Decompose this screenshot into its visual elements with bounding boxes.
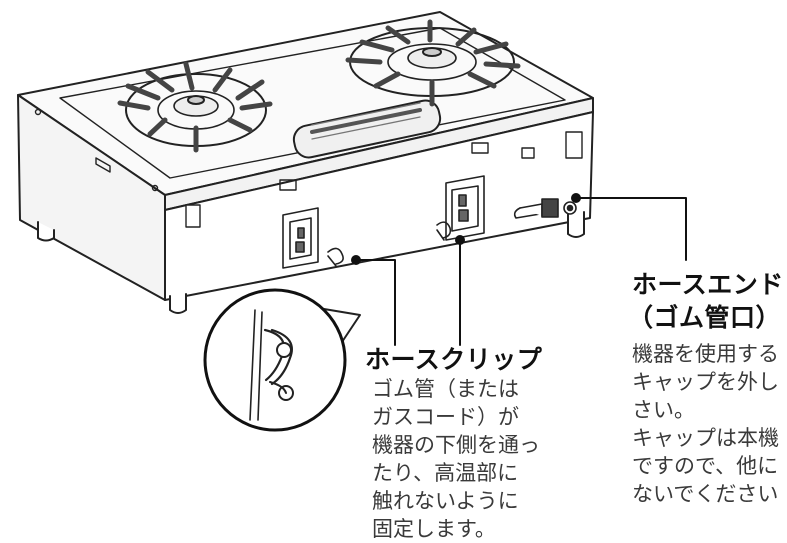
hose-clip-line: 触れないように [372,489,519,513]
hose-end-subtitle: （ゴム管口） [628,303,782,332]
hose-end-line: キャップは本機 [632,426,779,450]
hose-end-description: 機器を使用する キャップを外し さい。 キャップは本機 ですので、他に ないでく… [632,340,787,508]
hose-end-line: ですので、他に [632,454,779,478]
hose-clip-line: 機器の下側を通っ [372,433,540,457]
hose-clip-line: 固定します。 [372,517,496,541]
stove-legs [37,211,585,314]
hose-end-line: キャップを外し [632,370,779,394]
callout-dots [351,193,581,265]
hose-clip-title: ホースクリップ [365,345,543,374]
hose-clip-small [327,221,452,267]
right-burner [345,19,521,107]
right-hose-mount [445,175,485,241]
hose-end-nozzle [513,198,577,219]
hose-end-line: 機器を使用する [632,342,779,366]
magnified-clip-detail [203,288,361,432]
hose-end-title: ホースエンド [632,270,784,299]
hose-clip-line: ゴム管（または [372,377,519,401]
hose-clip-line: たり、高温部に [372,461,519,485]
left-burner [117,61,273,153]
hose-end-line: ないでください [632,482,779,506]
callout-lines [355,197,687,346]
hose-end-line: さい。 [632,398,695,422]
front-panel-details [185,131,583,228]
hose-clip-line: ガスコード）が [372,405,519,429]
grill-vent [292,99,442,159]
hose-clip-description: ゴム管（または ガスコード）が 機器の下側を通っ たり、高温部に 触れないように… [372,375,540,543]
left-hose-mount [282,207,319,269]
